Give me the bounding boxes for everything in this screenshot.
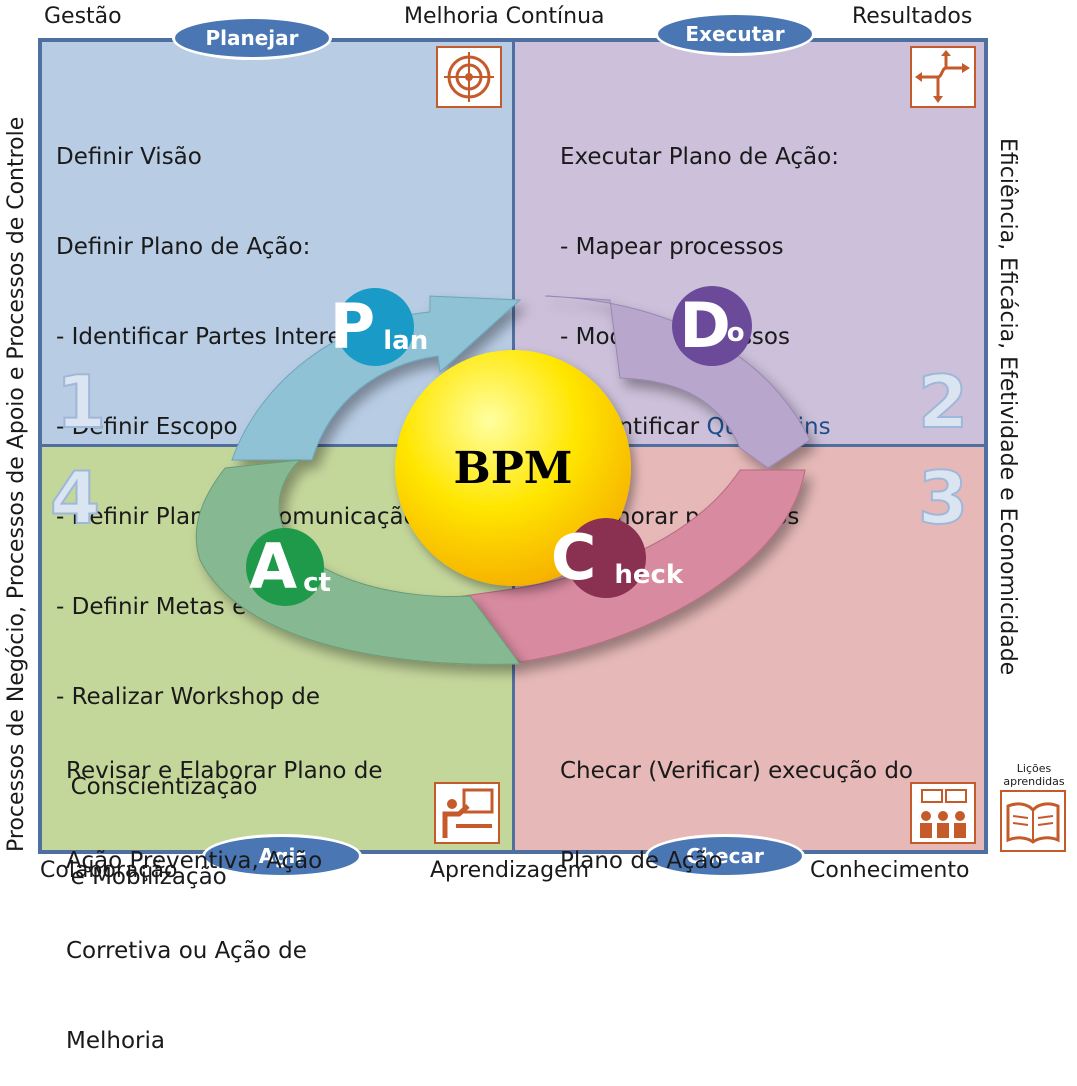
open-book-icon (1000, 790, 1066, 852)
pill-executar: Executar (655, 12, 815, 56)
corner-label-conhecimento: Conhecimento (810, 858, 970, 883)
plan-badge-rest: lan (383, 326, 429, 356)
quadrant-number-1: 1 (55, 359, 107, 445)
pill-checar: Checar (645, 834, 805, 878)
bpm-label: BPM (453, 442, 573, 494)
q3-line: Plano de Ação (560, 848, 723, 874)
do-badge: D o (672, 286, 752, 366)
act-badge-rest: ct (303, 568, 331, 598)
check-badge: C heck (551, 518, 683, 598)
do-badge-letter: D (679, 289, 731, 362)
quadrant-number-4: 4 (49, 455, 101, 541)
do-arrow (544, 295, 811, 469)
q3-line: Checar (Verificar) execução do (560, 758, 913, 784)
act-badge-letter: A (249, 530, 298, 603)
q1-line: Conscientização (56, 774, 258, 800)
pill-agir: Agir (202, 834, 362, 878)
pdca-cycle-arrows (195, 295, 811, 665)
q4-line: Corretiva ou Ação de (66, 938, 307, 964)
plan-badge: P lan (330, 288, 428, 366)
pill-planejar: Planejar (172, 16, 332, 60)
q4-line: Revisar e Elaborar Plano de (66, 758, 383, 784)
corner-label-gestao: Gestão (44, 4, 122, 29)
plan-arrow (231, 295, 522, 461)
lessons-label: Lições aprendidas (1003, 762, 1065, 788)
corner-label-melhoria: Melhoria Contínua (404, 4, 605, 29)
corner-label-aprendizagem: Aprendizagem (430, 858, 590, 883)
quadrant-number-2: 2 (917, 359, 969, 445)
quadrant-number-3: 3 (917, 455, 969, 541)
plan-badge-letter: P (329, 290, 376, 363)
q1-line: Definir Plano de Ação: (56, 234, 311, 260)
target-icon (436, 46, 502, 108)
corner-label-resultados: Resultados (852, 4, 973, 29)
presenter-icon (434, 782, 500, 844)
do-badge-rest: o (726, 318, 745, 348)
q1-line: Definir Visão (56, 144, 202, 170)
q1-line: - Definir Escopo (56, 414, 238, 440)
act-arrow (195, 459, 521, 665)
check-badge-letter: C (550, 521, 597, 594)
q2-text: Executar Plano de Ação: - Mapear process… (560, 82, 839, 562)
check-badge-rest: heck (614, 560, 684, 590)
q4-line: Ação Preventiva, Ação (66, 848, 323, 874)
q1-line: e Mobilização (56, 864, 227, 890)
corner-label-colaboracao: Colaboração (40, 858, 178, 883)
q4-line: Melhoria (66, 1028, 165, 1054)
q3-text: Checar (Verificar) execução do Plano de … (560, 696, 913, 906)
directions-icon (910, 46, 976, 108)
act-badge: A ct (246, 528, 331, 606)
q1-line: - Realizar Workshop de (56, 684, 321, 710)
meeting-icon (910, 782, 976, 844)
q2-line: - Mapear processos (560, 234, 784, 260)
q2-line: Executar Plano de Ação: (560, 144, 839, 170)
